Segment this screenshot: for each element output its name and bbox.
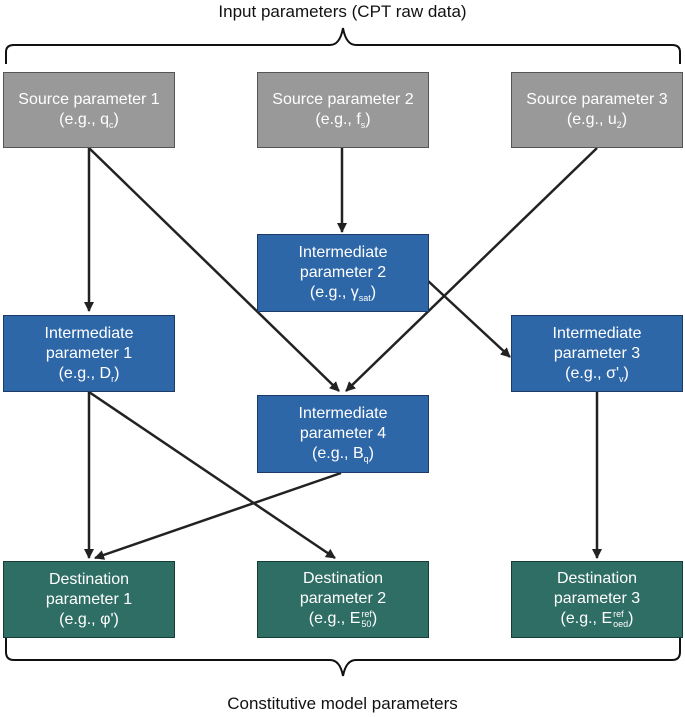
- intermediate-parameter-4: Intermediate parameter 4 (e.g., Bq): [257, 395, 429, 473]
- source-parameter-3: Source parameter 3 (e.g., u2): [511, 72, 683, 148]
- intermediate-parameter-1: Intermediate parameter 1 (e.g., Dr): [3, 315, 175, 392]
- arrow-s3-i4: [345, 147, 598, 392]
- top-brace: [5, 27, 681, 64]
- arrow-i1-d2: [88, 390, 336, 560]
- arrow-s1-i4: [88, 147, 340, 392]
- bottom-brace: [5, 638, 681, 677]
- intermediate-parameter-2: Intermediate parameter 2 (e.g., γsat): [257, 234, 429, 312]
- intermediate-parameter-3: Intermediate parameter 3 (e.g., σ'v): [511, 315, 683, 392]
- arrow-i2-i3: [426, 279, 511, 358]
- destination-parameter-1: Destination parameter 1 (e.g., φ'): [3, 561, 175, 638]
- source-parameter-2: Source parameter 2 (e.g., fs): [257, 72, 429, 148]
- constitutive-model-parameters-title: Constitutive model parameters: [227, 694, 458, 713]
- arrow-i4-d1: [94, 471, 342, 560]
- source-parameter-1: Source parameter 1 (e.g., qc): [3, 72, 175, 148]
- input-parameters-title: Input parameters (CPT raw data): [218, 2, 467, 21]
